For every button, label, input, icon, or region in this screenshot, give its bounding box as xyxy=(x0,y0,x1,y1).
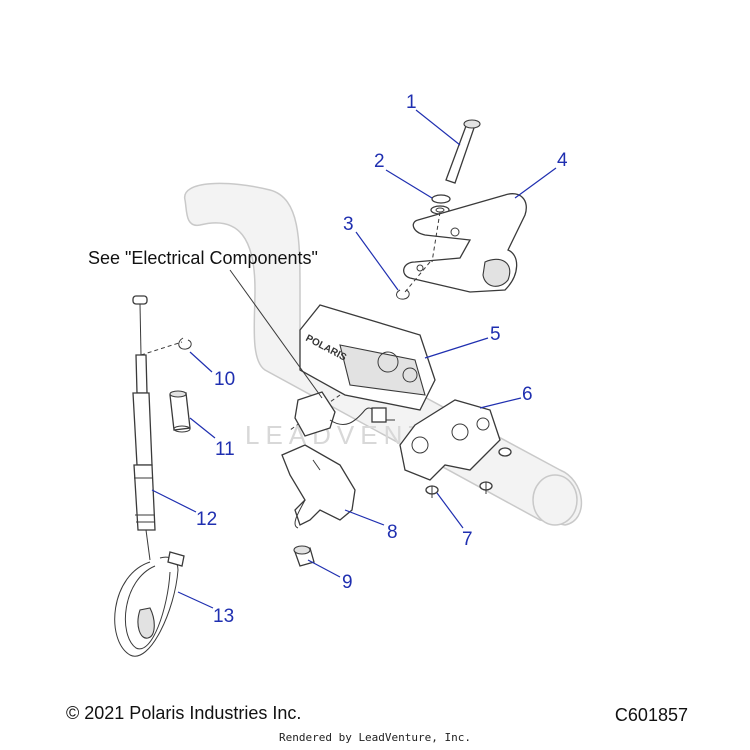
callout-9: 9 xyxy=(342,572,353,593)
callout-1: 1 xyxy=(406,92,417,113)
part-3-clip xyxy=(396,289,410,300)
part-13-cable-loop xyxy=(114,551,185,657)
copyright-text: © 2021 Polaris Industries Inc. xyxy=(66,703,302,723)
callout-13: 13 xyxy=(213,606,234,627)
part-1-pin xyxy=(445,119,481,184)
part-5-switch-housing: POLARIS xyxy=(289,304,436,431)
callout-11: 11 xyxy=(215,439,235,460)
callout-2: 2 xyxy=(374,151,385,172)
callout-10: 10 xyxy=(214,369,235,390)
diagram-id: C601857 xyxy=(614,705,688,725)
part-6-clamp xyxy=(399,399,501,481)
part-4-bracket xyxy=(403,193,527,293)
callout-12: 12 xyxy=(196,509,217,530)
electrical-components-note: See "Electrical Components" xyxy=(88,248,318,268)
part-11-bushing xyxy=(169,390,191,433)
part-9-cap xyxy=(293,545,315,567)
leader-lines xyxy=(151,109,557,609)
part-12-cable-assembly xyxy=(132,295,183,561)
callout-numbers: 1 2 3 4 5 6 7 8 9 10 11 12 13 xyxy=(196,92,568,627)
callout-8: 8 xyxy=(387,522,398,543)
callout-5: 5 xyxy=(490,324,501,345)
part-10-e-clip xyxy=(178,337,192,350)
callout-6: 6 xyxy=(522,384,533,405)
part-7-screws xyxy=(425,447,512,498)
render-credit: Rendered by LeadVenture, Inc. xyxy=(278,731,472,744)
callout-3: 3 xyxy=(343,214,354,235)
electrical-connector xyxy=(294,391,395,437)
callout-7: 7 xyxy=(462,529,473,550)
callout-4: 4 xyxy=(557,150,568,171)
part-8-throttle-lever xyxy=(281,444,356,529)
